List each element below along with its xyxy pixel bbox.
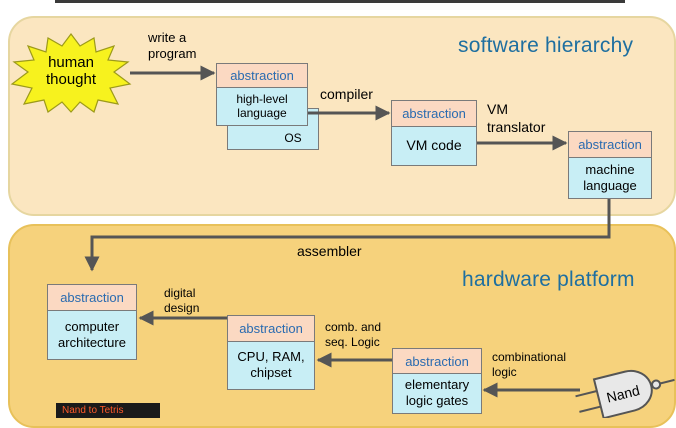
cpu-ram-chipset-box: abstraction CPU, RAM, chipset xyxy=(227,315,315,390)
human-thought-line-2: thought xyxy=(45,71,97,88)
computer-line-2: architecture xyxy=(58,334,126,350)
software-hierarchy-title: software hierarchy xyxy=(458,34,634,57)
highlevel-line-2: language xyxy=(237,106,287,120)
assembler-label: assembler xyxy=(297,243,362,259)
machine-language-body: machine language xyxy=(569,157,651,198)
highlevel-language-body: high-level language xyxy=(217,87,307,125)
nand-gate-icon: Nand xyxy=(575,369,675,418)
cpu-ram-chipset-body: CPU, RAM, chipset xyxy=(228,341,314,389)
comb-seq-line-1: comb. and xyxy=(325,320,382,334)
compiler-label: compiler xyxy=(320,86,373,102)
computer-line-1: computer xyxy=(64,318,120,334)
vm-abstraction-head: abstraction xyxy=(392,101,476,127)
vm-translator-label: VM translator xyxy=(487,101,545,136)
vm-translator-line-1: VM xyxy=(487,101,508,117)
highlevel-abstraction-head: abstraction xyxy=(217,64,307,88)
software-hierarchy-panel xyxy=(8,16,676,216)
write-program-line-1: write a xyxy=(148,30,187,45)
write-program-label: write a program xyxy=(148,30,196,63)
os-box-label: OS xyxy=(284,130,302,145)
digital-design-label: digital design xyxy=(164,286,199,316)
vm-code-box: abstraction VM code xyxy=(391,100,477,166)
combinational-logic-label: combinational logic xyxy=(492,350,566,380)
digital-design-line-1: digital xyxy=(164,286,196,300)
computer-architecture-box: abstraction computer architecture xyxy=(47,284,137,360)
arrow-assembler xyxy=(84,199,611,272)
nand-to-tetris-tag: Nand to Tetris xyxy=(56,403,160,418)
computer-abstraction-head: abstraction xyxy=(48,285,136,311)
gates-line-2: logic gates xyxy=(405,393,469,408)
write-program-line-2: program xyxy=(148,46,197,62)
human-thought-line-1: human xyxy=(48,54,94,71)
combinational-line-1: combinational xyxy=(492,350,567,364)
cpu-line-2: chipset xyxy=(250,365,292,380)
hardware-platform-title: hardware platform xyxy=(462,268,635,291)
nand-label: Nand xyxy=(605,382,641,406)
machine-abstraction-head: abstraction xyxy=(569,132,651,158)
top-rule xyxy=(55,0,625,3)
combinational-line-2: logic xyxy=(492,365,517,379)
machine-language-box: abstraction machine language xyxy=(568,131,652,199)
comb-seq-line-2: seq. Logic xyxy=(325,335,380,349)
cpu-abstraction-head: abstraction xyxy=(228,316,314,342)
comb-seq-logic-label: comb. and seq. Logic xyxy=(325,320,381,350)
human-thought-text: human thought xyxy=(42,54,100,88)
cpu-line-1: CPU, RAM, xyxy=(237,349,305,365)
flow-arrows: Nand xyxy=(84,65,675,418)
computer-architecture-body: computer architecture xyxy=(48,310,136,359)
elementary-logic-gates-box: abstraction elementary logic gates xyxy=(392,348,482,414)
digital-design-line-2: design xyxy=(164,301,200,315)
vm-code-body: VM code xyxy=(406,137,462,154)
gates-line-1: elementary xyxy=(404,377,470,393)
highlevel-line-1: high-level xyxy=(236,91,288,106)
vm-translator-line-2: translator xyxy=(487,118,546,135)
elementary-logic-gates-body: elementary logic gates xyxy=(393,373,481,413)
machine-line-2: language xyxy=(583,177,637,193)
machine-line-1: machine xyxy=(585,161,635,177)
gates-abstraction-head: abstraction xyxy=(393,349,481,374)
highlevel-language-box: abstraction high-level language xyxy=(216,63,308,126)
human-thought-starburst xyxy=(10,33,132,113)
